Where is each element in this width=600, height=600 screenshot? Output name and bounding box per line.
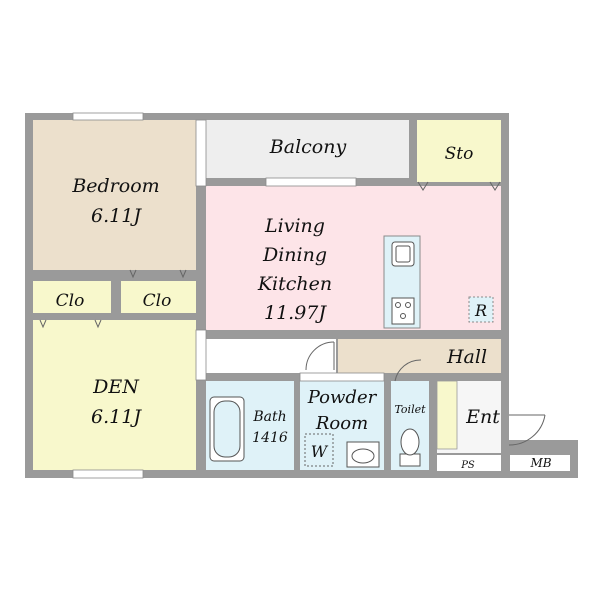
- door-swings: [39, 181, 546, 446]
- closet-right: [121, 281, 196, 313]
- ldk-room: [206, 186, 501, 330]
- meter-box-label: MB: [529, 456, 551, 470]
- ldk-dining-label: Dining: [262, 244, 327, 266]
- balcony-area: [206, 120, 409, 178]
- powder-room-line1-label: Powder: [307, 387, 378, 408]
- windows: [72, 112, 385, 479]
- hall-area: [338, 339, 501, 373]
- bedroom-size-label: 6.11J: [91, 205, 142, 227]
- ldk-size-label: 11.97J: [264, 302, 327, 324]
- pipe-space-label: PS: [460, 460, 475, 471]
- corridor-area: [206, 339, 336, 373]
- washer-label: W: [311, 442, 329, 461]
- shoe-cabinet: [436, 380, 458, 450]
- bath-size-label: 1416: [252, 430, 288, 446]
- closet-right-label: Clo: [143, 291, 172, 311]
- bedroom-room: [33, 120, 196, 270]
- toilet-label: Toilet: [394, 403, 426, 416]
- toilet-icon: [399, 428, 421, 467]
- washbasin-icon: [346, 441, 380, 468]
- den-size-label: 6.11J: [91, 406, 142, 428]
- den-label: DEN: [92, 376, 140, 398]
- powder-room-line2-label: Room: [315, 413, 368, 434]
- pipe-space: [437, 455, 501, 471]
- washer-box: [304, 433, 334, 467]
- meter-box: [510, 455, 570, 471]
- stove-icon: [391, 297, 415, 325]
- closet-left: [33, 281, 111, 313]
- storage-label: Sto: [445, 144, 474, 164]
- closet-left-label: Clo: [56, 291, 85, 311]
- fridge-box: [468, 296, 494, 323]
- bath-label: Bath: [252, 409, 286, 425]
- storage-room: [417, 120, 501, 182]
- hall-label: Hall: [446, 346, 487, 368]
- ldk-kitchen-label: Kitchen: [257, 273, 332, 295]
- den-room: [33, 320, 196, 470]
- kitchen-sink-icon: [391, 241, 415, 267]
- bedroom-label: Bedroom: [71, 175, 159, 197]
- fridge-label: R: [474, 301, 487, 320]
- balcony-label: Balcony: [269, 136, 347, 158]
- bathtub-icon: [209, 396, 245, 462]
- entrance-label: Ent: [465, 406, 500, 428]
- ldk-living-label: Living: [264, 215, 325, 237]
